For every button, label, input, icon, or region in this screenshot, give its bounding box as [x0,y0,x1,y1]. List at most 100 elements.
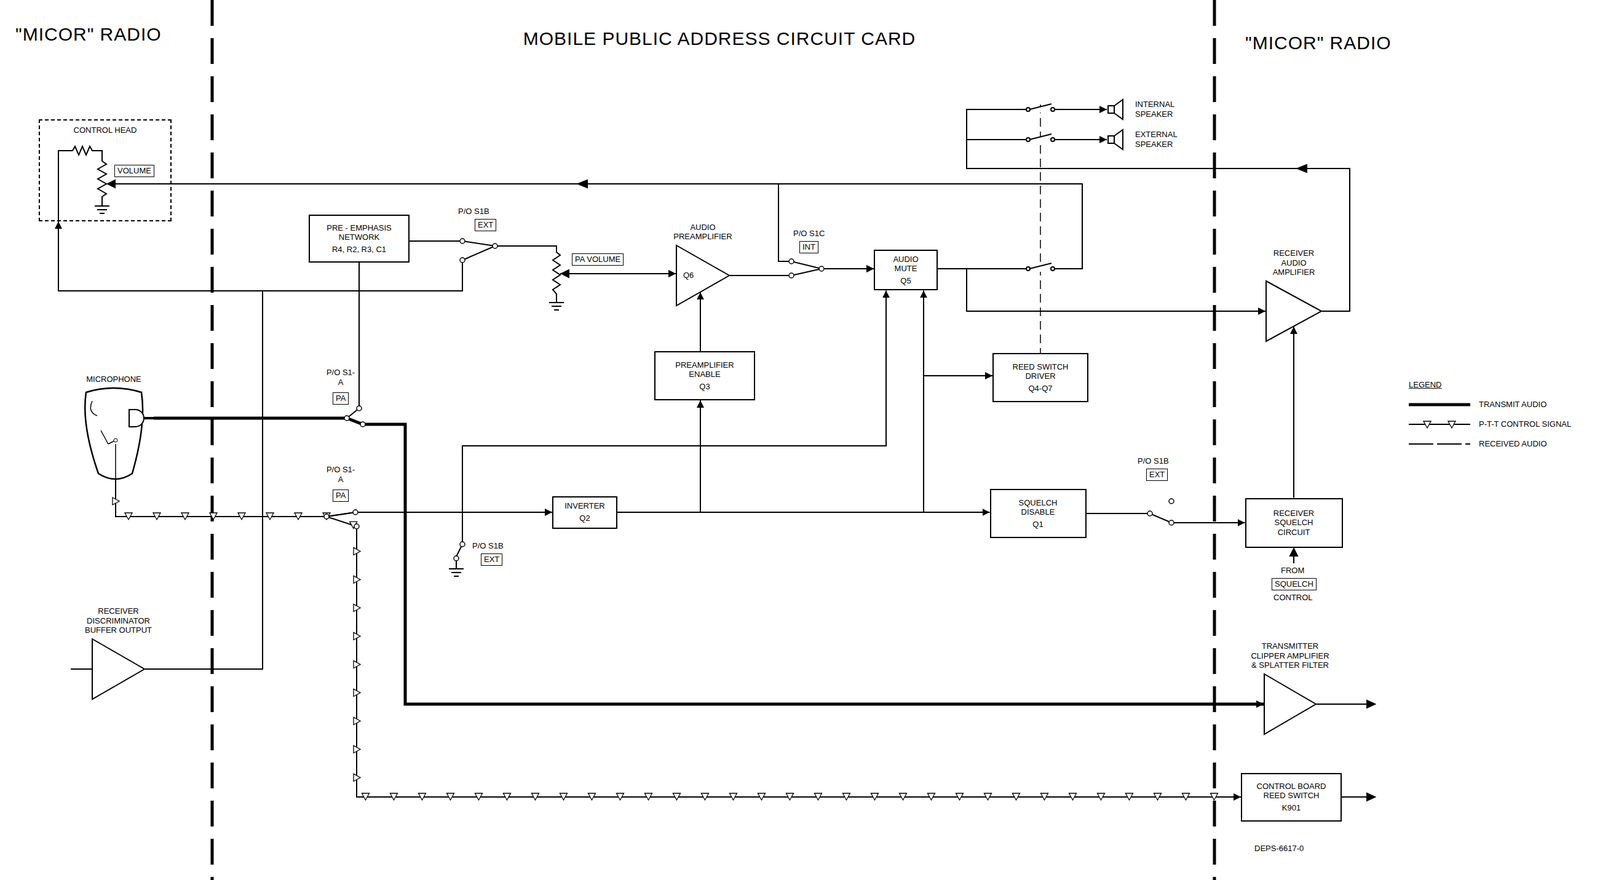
ptt-marker [616,793,624,800]
divider-line [210,0,214,880]
transmit-audio-wire [153,418,1264,705]
amplifier-triangle: TRANSMITTER CLIPPER AMPLIFIER & SPLATTER… [1263,673,1317,735]
ptt-marker [1125,793,1133,800]
drawing-part [1029,134,1052,140]
signal-note: FROM [1280,565,1305,576]
node-label: INTERNAL SPEAKER [1135,99,1191,119]
ground-symbol [448,568,464,577]
legend-sample [1408,399,1471,410]
relay-box: CONTROL BOARD REED SWITCHK901 [1240,772,1342,822]
speaker-drawing [1106,98,1129,121]
process-box: REED SWITCH DRIVERQ4-Q7 [992,352,1089,403]
speaker-symbol: INTERNAL SPEAKER [1106,98,1129,121]
ptt-marker [389,793,398,800]
process-box: INVERTERQ2 [552,496,618,529]
connectors [58,109,1350,800]
ptt-marker [322,512,331,520]
ptt-signal-wire [115,482,1241,797]
part-number: R4, R2, R3, C1 [332,244,387,255]
node-label: RECEIVER AUDIO AMPLIFIER [1266,248,1322,278]
legend-heading: LEGEND [1408,380,1442,390]
diagram-title: MOBILE PUBLIC ADDRESS CIRCUIT CARD [523,27,917,50]
part-number: Q5 [900,276,911,286]
network-box: PRE - EMPHASIS NETWORKR4, R2, R3, C1 [308,214,410,263]
signal-wire [1086,513,1246,523]
ptt-marker [955,793,963,800]
amplifier-outline [91,638,146,700]
switch-position: INT [799,241,819,254]
process-box: PREAMPLIFIER ENABLEQ3 [654,351,756,401]
process-box: AUDIO MUTE Q5 [873,249,938,291]
node-label: MICROPHONE [64,374,163,385]
part-number: K901 [1282,803,1301,813]
control-name: VOLUME [114,164,155,178]
ptt-marker [1181,793,1190,800]
ptt-marker [353,688,361,697]
ptt-marker [124,512,133,520]
part-number: Q6 [683,270,694,281]
ptt-marker [446,793,454,800]
legend-line [1408,423,1471,425]
ptt-marker [757,793,765,800]
drawing-part [1168,498,1174,504]
signal-wire [115,482,553,517]
signal-wire [1293,326,1295,499]
switch-name: P/O S1-A [325,367,356,387]
switch-contacts [324,238,1174,561]
switch-wire [461,512,464,545]
legend-row: RECEIVED AUDIO [1408,439,1548,449]
drawing-part [551,305,562,307]
ptt-marker [353,716,361,725]
ptt-marker [983,793,992,800]
ptt-lead [114,478,117,483]
signal-wire [153,262,360,419]
ptt-marker [842,793,850,800]
drawing-part [459,541,465,547]
ptt-marker [531,793,539,800]
amplifier-triangle [1266,281,1322,342]
amplifier-triangle: RECEIVER AUDIO AMPLIFIER [1265,280,1323,342]
ptt-marker [474,793,483,800]
ground-symbol [94,205,110,214]
part-number: Q2 [579,513,590,524]
ptt-marker [870,793,879,800]
drawing-number: DEPS-6617-0 [1254,843,1304,854]
ptt-marker [353,773,361,781]
ptt-marker [1012,793,1020,800]
ground-wire [455,560,457,569]
ptt-marker [559,793,567,800]
reed-contact [1026,103,1055,113]
drawing-part [459,257,465,263]
volume-pot-symbol [97,161,107,206]
switch-name: P/O S1C [793,228,825,239]
ptt-marker [1153,793,1161,800]
amplifier-triangle [1264,673,1316,735]
drawing-part [459,238,465,244]
drawing-part [451,571,462,574]
node-label: SQUELCH DISABLE [1007,498,1069,518]
output-wire [1316,703,1369,705]
node-label: AUDIO MUTE [881,254,931,274]
ptt-marker [361,793,369,800]
arrow-head [1366,793,1375,801]
ptt-marker [181,512,189,520]
pa-volume-pot-symbol [552,245,561,303]
input-wire [70,668,92,670]
signal-wire [145,245,676,670]
drawing-part [344,415,350,421]
ptt-marker [644,793,652,800]
drawing-part [554,309,559,311]
amplifier-triangle [676,245,730,306]
region-title: "MICOR" RADIO [15,23,162,46]
ptt-marker [266,512,274,520]
reed-contact [1026,263,1055,272]
legend-row: TRANSMIT AUDIO [1408,399,1547,410]
signal-wire [617,290,924,513]
resistor-symbol [72,146,103,162]
wiper-arrow [107,180,115,188]
microphone-symbol: MICROPHONE [73,387,154,483]
node-label: RECEIVER SQUELCH CIRCUIT [1259,508,1328,538]
ptt-marker [672,793,681,800]
